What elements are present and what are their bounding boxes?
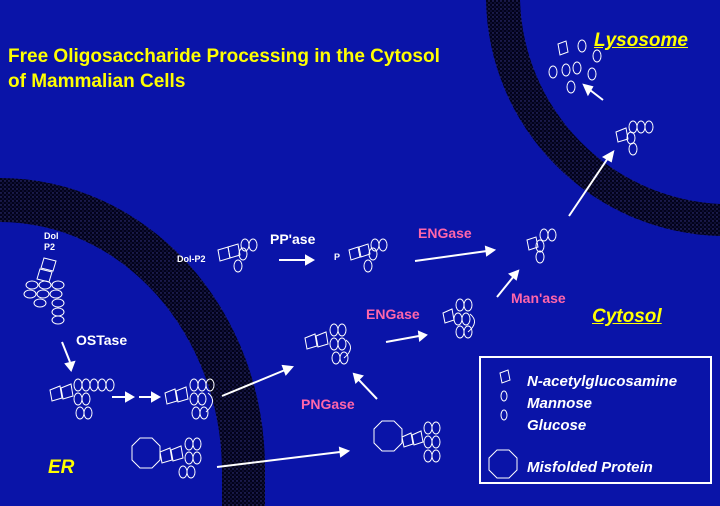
er-membrane (0, 178, 266, 506)
glycan-structures (23, 39, 654, 479)
legend-glcnac: N-acetylglucosamine (527, 373, 678, 390)
pathway-arrows (61, 83, 615, 468)
mannose-icon (500, 390, 508, 402)
legend-mannose: Mannose (527, 395, 593, 412)
legend-box: N-acetylglucosamine Mannose Glucose Misf… (479, 356, 712, 484)
dol-p2-er-label: Dol P2 (44, 231, 59, 252)
cytosol-label: Cytosol (592, 306, 662, 327)
free-glycan-engase-mid (442, 298, 475, 339)
ostase-label: OSTase (76, 332, 128, 348)
lysosome-label: Lysosome (594, 30, 688, 51)
cytosol-p-glycan (348, 238, 388, 273)
free-glycan-engase (526, 228, 557, 264)
title-line-1: Free Oligosaccharide Processing in the C… (8, 46, 440, 67)
dol-p2-cytosol-label: Dol-P2 (177, 254, 206, 264)
cytosol-dol-glycan (217, 238, 258, 273)
glycan-lysosome-entry (615, 120, 654, 156)
p-label: P (334, 252, 341, 262)
cytosol-misfolded-glycoprotein (373, 420, 441, 463)
legend-symbols (488, 369, 518, 479)
lipid-linked-glycan (23, 257, 65, 325)
lysosome-monosaccharides (548, 39, 602, 94)
glucose-icon (500, 409, 508, 421)
misfolded-protein-icon (488, 449, 518, 479)
legend-misfolded: Misfolded Protein (527, 459, 653, 476)
slide-title: Free Oligosaccharide Processing in the C… (8, 44, 440, 94)
engase-mid-label: ENGase (366, 306, 420, 322)
free-glycan-pngase (304, 323, 351, 365)
lysosome-membrane (486, 0, 720, 236)
er-label: ER (48, 457, 75, 478)
engase-top-label: ENGase (418, 225, 472, 241)
title-line-2: of Mammalian Cells (8, 71, 186, 92)
manase-label: Man'ase (511, 290, 566, 306)
legend-glucose: Glucose (527, 417, 587, 434)
pngase-label: PNGase (301, 396, 355, 412)
er-glycan-full (49, 378, 115, 420)
glcnac-icon (499, 369, 511, 384)
er-misfolded-glycoprotein (131, 437, 202, 479)
er-glycan-trimmed (164, 378, 215, 420)
ppase-label: PP'ase (270, 231, 316, 247)
